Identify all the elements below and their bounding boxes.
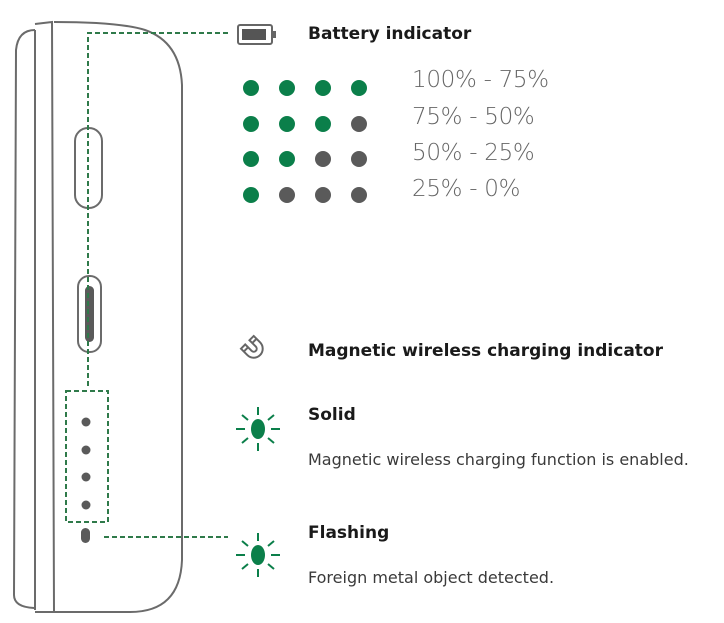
- battery-level-row-3: [243, 151, 367, 167]
- battery-level-row-1: [243, 80, 367, 96]
- led-glow-icon-solid: [236, 407, 280, 451]
- led-dot-on: [279, 151, 295, 167]
- led-dot-on: [351, 80, 367, 96]
- led-dot-on: [315, 80, 331, 96]
- led-glow-icon-flashing: [236, 533, 280, 577]
- battery-icon: [237, 24, 276, 45]
- power-bank-outline: [12, 20, 183, 613]
- battery-indicator-title: Battery indicator: [308, 24, 472, 44]
- leader-lines: [65, 32, 228, 538]
- led-dot-on: [315, 116, 331, 132]
- battery-led-group-box: [65, 390, 109, 523]
- battery-leader: [87, 32, 228, 388]
- led-dot-on: [243, 187, 259, 203]
- device-led-2: [81, 445, 91, 455]
- battery-level-range: 100% - 75%: [412, 67, 549, 93]
- usb-c-port: [77, 275, 102, 353]
- battery-level-range: 75% - 50%: [412, 104, 535, 130]
- led-dot-on: [243, 151, 259, 167]
- state-name-flashing: Flashing: [308, 523, 390, 543]
- led-dot-off: [315, 151, 331, 167]
- state-description-solid: Magnetic wireless charging function is e…: [308, 450, 689, 469]
- device-led-4: [81, 500, 91, 510]
- device-led-1: [81, 417, 91, 427]
- magnet-icon: [239, 334, 264, 359]
- state-description-flashing: Foreign metal object detected.: [308, 568, 555, 587]
- led-dot-off: [351, 151, 367, 167]
- led-dot-on: [279, 116, 295, 132]
- led-dot-off: [351, 187, 367, 203]
- battery-level-row-4: [243, 187, 367, 203]
- state-name-solid: Solid: [308, 405, 356, 425]
- battery-level-range: 25% - 0%: [412, 176, 521, 202]
- led-dot-off: [315, 187, 331, 203]
- led-dot-off: [279, 187, 295, 203]
- battery-level-row-2: [243, 116, 367, 132]
- led-dot-on: [243, 116, 259, 132]
- led-dot-on: [279, 80, 295, 96]
- led-dot-on: [243, 80, 259, 96]
- magnetic-indicator-title: Magnetic wireless charging indicator: [308, 341, 663, 361]
- battery-level-range: 50% - 25%: [412, 140, 535, 166]
- usb-c-port-slot: [85, 286, 94, 342]
- led-dot-off: [351, 116, 367, 132]
- device-led-3: [81, 472, 91, 482]
- device-magnetic-led: [81, 528, 90, 543]
